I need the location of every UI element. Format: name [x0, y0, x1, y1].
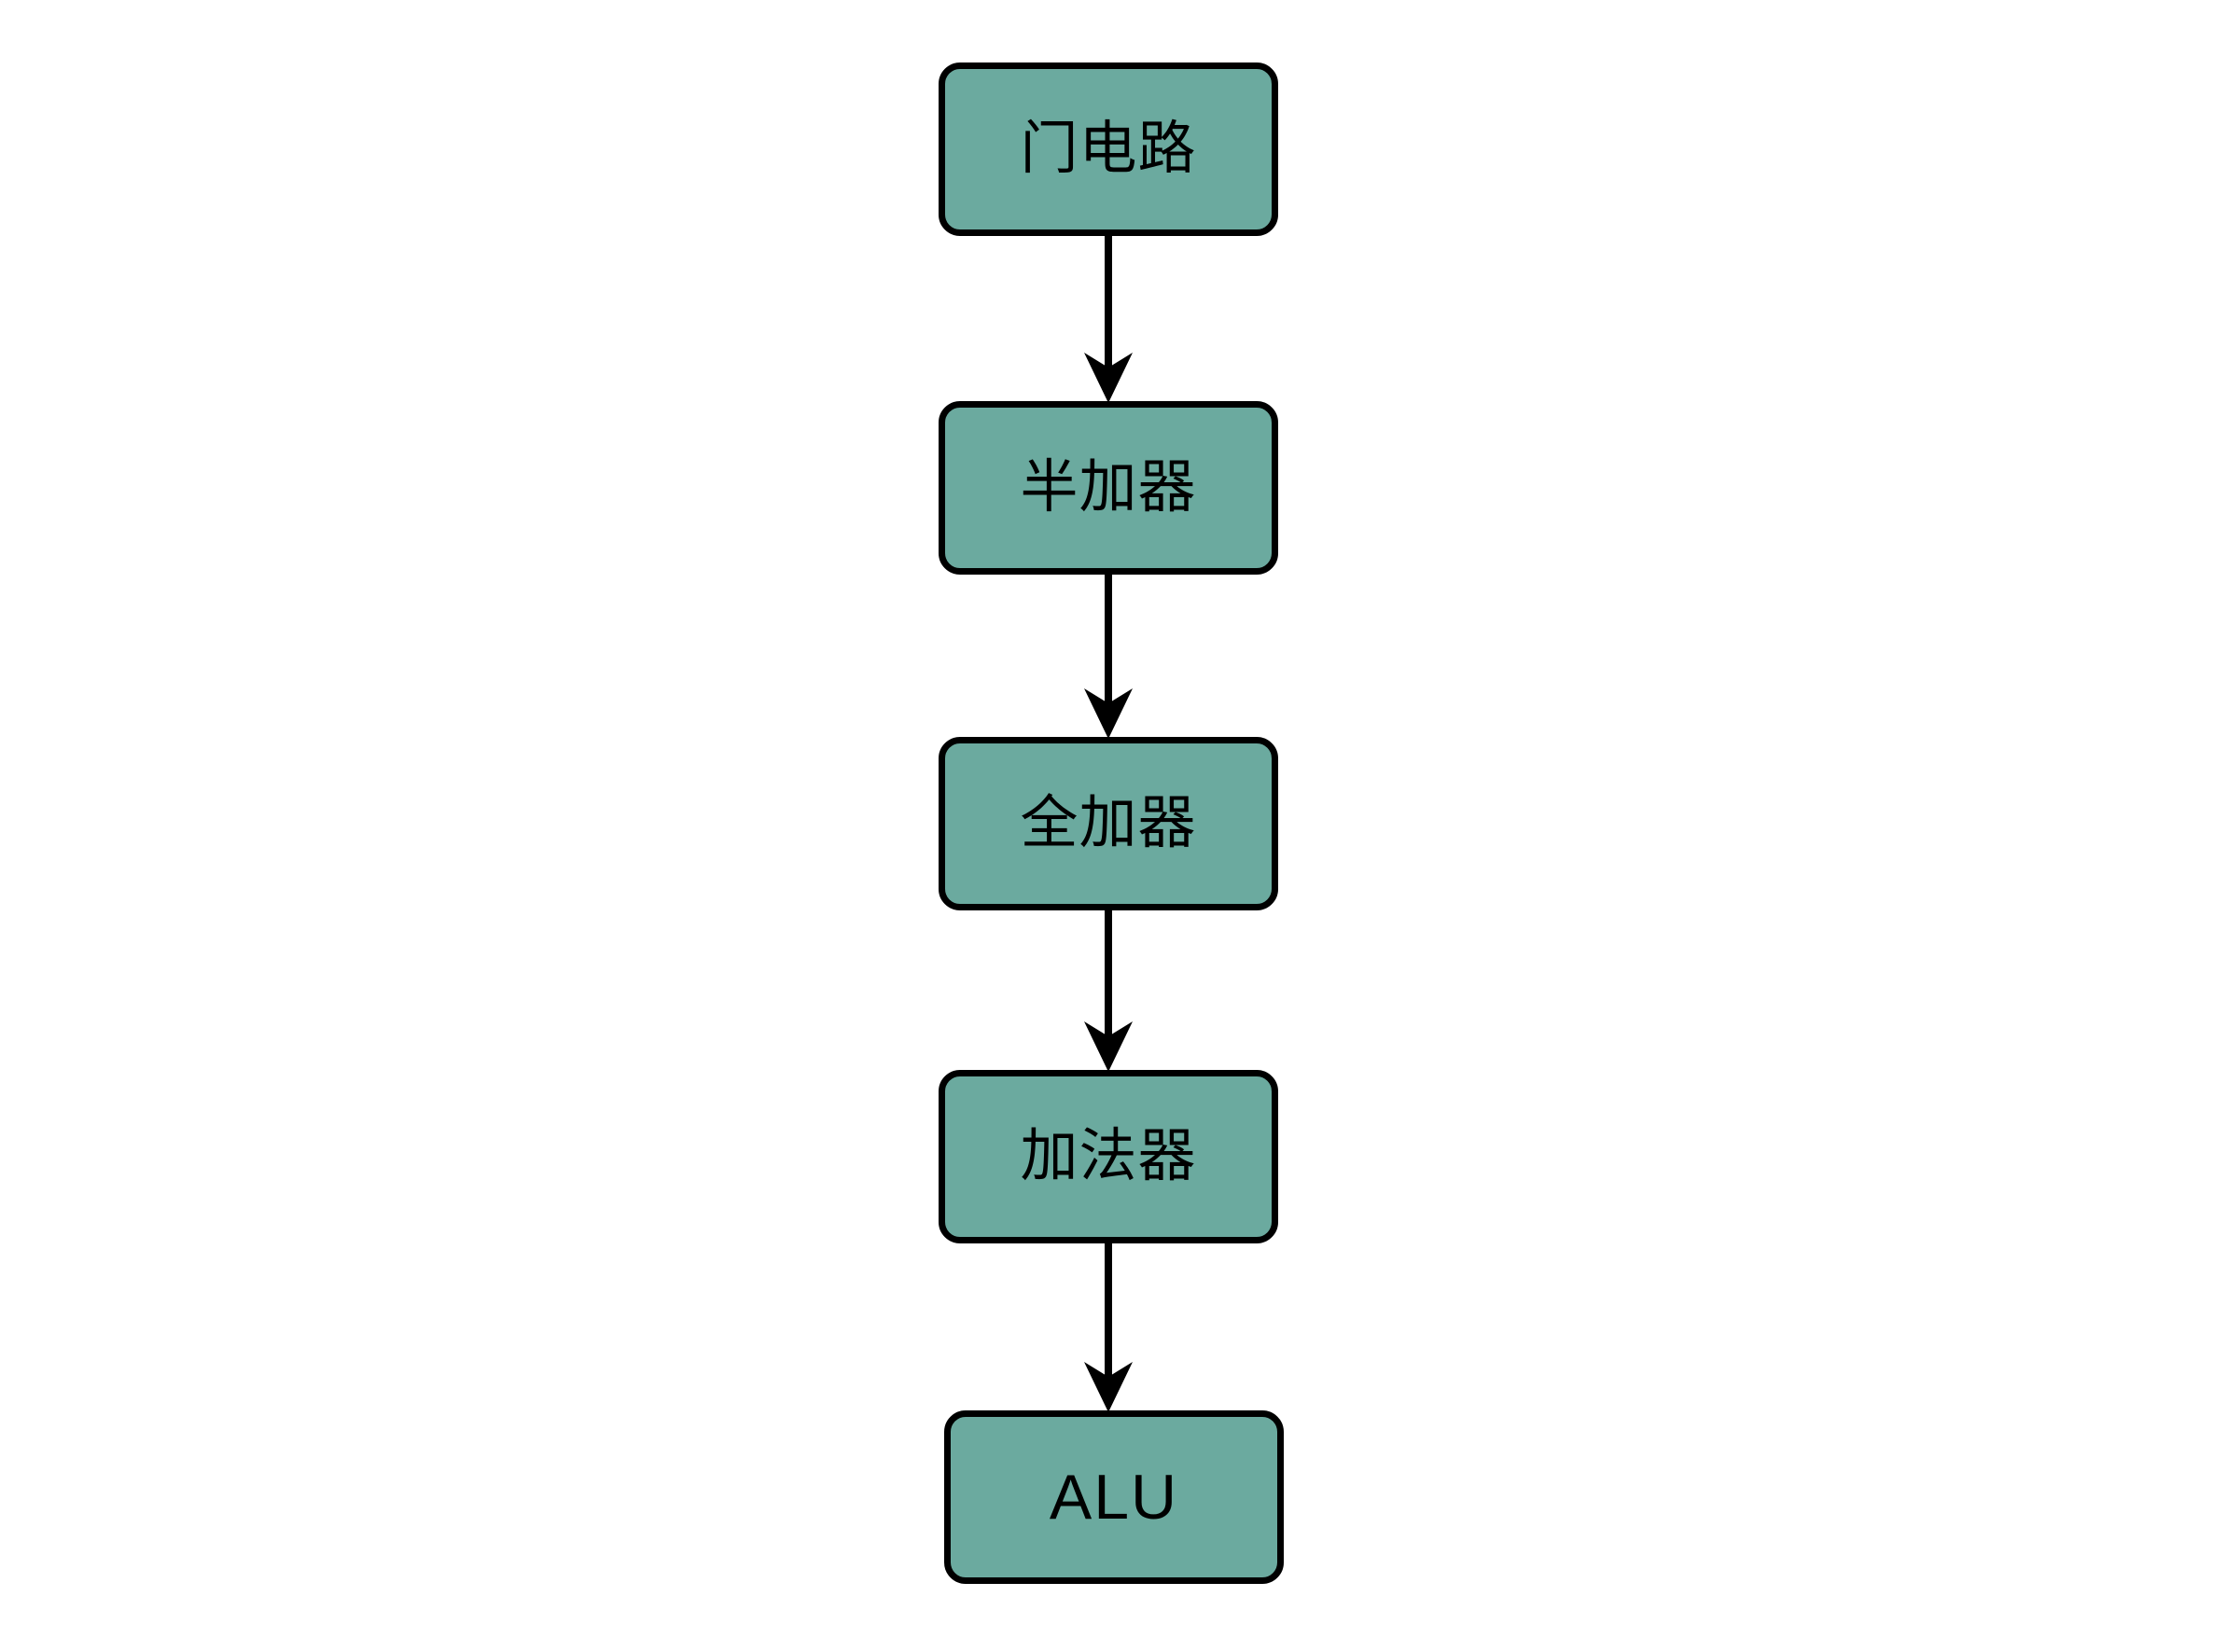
flow-node-gate-circuit[interactable]: 门电路 [939, 62, 1278, 236]
flow-node-label: 加法器 [1020, 1124, 1197, 1188]
flow-node-half-adder[interactable]: 半加器 [939, 401, 1278, 575]
arrow-down-icon [1084, 1242, 1133, 1412]
flow-node-alu[interactable]: ALU [944, 1410, 1284, 1584]
flow-node-label: ALU [1049, 1462, 1179, 1533]
arrow-down-icon [1084, 909, 1133, 1072]
flow-node-full-adder[interactable]: 全加器 [939, 737, 1278, 910]
flow-node-label: 半加器 [1020, 455, 1197, 520]
flow-node-adder[interactable]: 加法器 [939, 1070, 1278, 1243]
flow-edge-adder-to-alu [1069, 1242, 1148, 1412]
arrow-down-icon [1084, 573, 1133, 739]
flow-edge-gate-circuit-to-half-adder [1069, 235, 1148, 403]
flow-edge-full-adder-to-adder [1069, 909, 1148, 1072]
arrow-down-icon [1084, 235, 1133, 403]
flow-node-label: 全加器 [1020, 791, 1197, 855]
flow-edge-half-adder-to-full-adder [1069, 573, 1148, 739]
flow-node-label: 门电路 [1020, 117, 1197, 181]
